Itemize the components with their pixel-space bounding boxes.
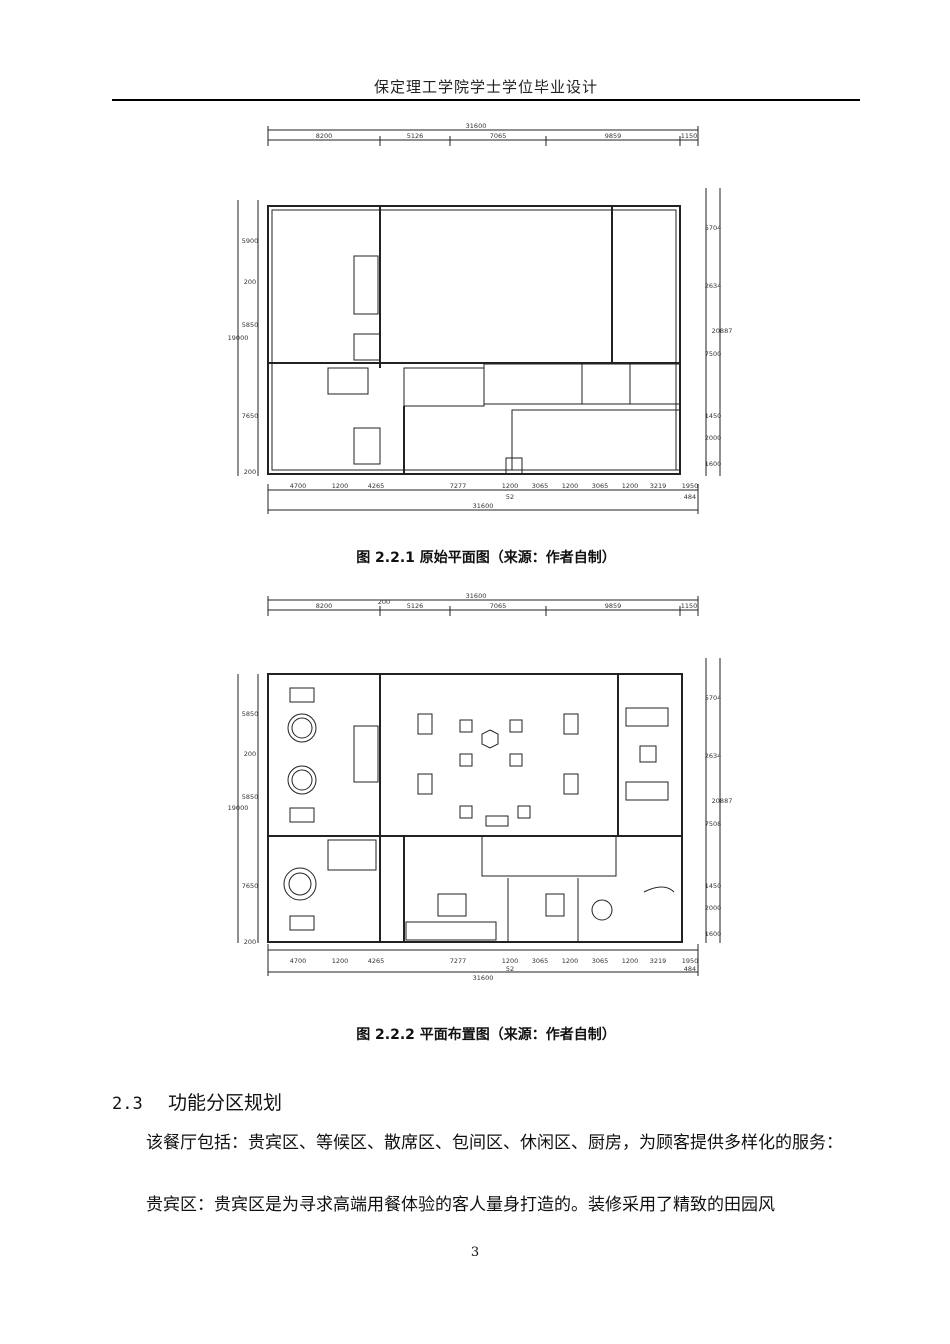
svg-text:4700: 4700 — [290, 957, 307, 965]
svg-text:3219: 3219 — [650, 957, 667, 965]
svg-text:20887: 20887 — [712, 327, 733, 335]
original-floor-plan: 31600 8200 5126 7065 9859 1150 4700 1200… — [228, 122, 732, 514]
page-number: 3 — [470, 1245, 480, 1260]
svg-text:200: 200 — [244, 278, 256, 286]
svg-text:1600: 1600 — [705, 930, 722, 938]
svg-text:4265: 4265 — [368, 482, 385, 490]
svg-text:7650: 7650 — [242, 412, 259, 420]
svg-text:7508: 7508 — [705, 820, 722, 828]
svg-text:9859: 9859 — [605, 132, 622, 140]
svg-text:1200: 1200 — [332, 482, 349, 490]
svg-text:4265: 4265 — [368, 957, 385, 965]
svg-text:31600: 31600 — [466, 592, 487, 600]
svg-text:5704: 5704 — [705, 224, 722, 232]
svg-text:200: 200 — [244, 750, 256, 758]
svg-text:2000: 2000 — [705, 904, 722, 912]
layout-floor-plan: 31600 200 8200 5126 7065 9859 1150 4700 … — [228, 592, 733, 982]
svg-text:1200: 1200 — [562, 482, 579, 490]
dim-top-total: 31600 — [466, 122, 487, 130]
svg-text:52: 52 — [506, 493, 514, 501]
svg-text:200: 200 — [244, 468, 256, 476]
svg-text:2634: 2634 — [705, 282, 722, 290]
svg-text:484: 484 — [684, 965, 696, 973]
section-number: 2.3 — [112, 1094, 143, 1114]
svg-text:200: 200 — [378, 598, 390, 606]
svg-text:3065: 3065 — [532, 957, 549, 965]
svg-text:8200: 8200 — [316, 132, 333, 140]
svg-text:1150: 1150 — [681, 132, 698, 140]
paragraph-vip: 贵宾区：贵宾区是为寻求高端用餐体验的客人量身打造的。装修采用了精致的田园风 — [146, 1195, 775, 1215]
svg-text:5900: 5900 — [242, 237, 259, 245]
svg-text:19000: 19000 — [228, 804, 249, 812]
svg-text:20887: 20887 — [712, 797, 733, 805]
svg-text:7065: 7065 — [490, 132, 507, 140]
svg-text:1950: 1950 — [682, 957, 699, 965]
svg-text:3065: 3065 — [592, 482, 609, 490]
svg-text:1200: 1200 — [332, 957, 349, 965]
svg-text:8200: 8200 — [316, 602, 333, 610]
furniture — [283, 687, 675, 931]
svg-text:4700: 4700 — [290, 482, 307, 490]
svg-text:5126: 5126 — [407, 132, 424, 140]
svg-text:1150: 1150 — [681, 602, 698, 610]
svg-text:484: 484 — [684, 493, 696, 501]
svg-text:2634: 2634 — [705, 752, 722, 760]
figure-caption-1: 图 2.2.1 原始平面图（来源：作者自制） — [356, 550, 616, 566]
header-rule — [112, 99, 860, 101]
plan1-dimension-labels: 31600 8200 5126 7065 9859 1150 4700 1200… — [228, 122, 733, 510]
svg-text:3219: 3219 — [650, 482, 667, 490]
svg-text:31600: 31600 — [473, 502, 494, 510]
svg-text:7277: 7277 — [450, 482, 467, 490]
svg-text:1200: 1200 — [562, 957, 579, 965]
svg-text:7277: 7277 — [450, 957, 467, 965]
svg-text:19000: 19000 — [228, 334, 249, 342]
svg-text:7065: 7065 — [490, 602, 507, 610]
svg-text:52: 52 — [506, 965, 514, 973]
svg-text:9859: 9859 — [605, 602, 622, 610]
svg-text:1200: 1200 — [622, 482, 639, 490]
svg-text:1950: 1950 — [682, 482, 699, 490]
svg-text:3065: 3065 — [532, 482, 549, 490]
paragraph-intro: 该餐厅包括：贵宾区、等候区、散席区、包间区、休闲区、厨房，为顾客提供多样化的服务… — [146, 1133, 843, 1153]
svg-text:200: 200 — [244, 938, 256, 946]
page-header: 保定理工学院学士学位毕业设计 — [373, 78, 598, 96]
section-title: 功能分区规划 — [168, 1092, 283, 1114]
section-heading: 2.3 功能分区规划 — [112, 1088, 282, 1115]
svg-text:1200: 1200 — [502, 957, 519, 965]
svg-text:3065: 3065 — [592, 957, 609, 965]
svg-text:5850: 5850 — [242, 793, 259, 801]
svg-text:5126: 5126 — [407, 602, 424, 610]
svg-text:1200: 1200 — [502, 482, 519, 490]
svg-text:5704: 5704 — [705, 694, 722, 702]
svg-text:5850: 5850 — [242, 321, 259, 329]
svg-text:1450: 1450 — [705, 412, 722, 420]
svg-text:1450: 1450 — [705, 882, 722, 890]
plan2-dimension-labels: 31600 200 8200 5126 7065 9859 1150 4700 … — [228, 592, 733, 982]
svg-text:1200: 1200 — [622, 957, 639, 965]
figure-caption-2: 图 2.2.2 平面布置图（来源：作者自制） — [356, 1027, 616, 1043]
svg-text:2000: 2000 — [705, 434, 722, 442]
svg-text:1600: 1600 — [705, 460, 722, 468]
svg-text:31600: 31600 — [473, 974, 494, 982]
svg-text:5850: 5850 — [242, 710, 259, 718]
svg-text:7650: 7650 — [242, 882, 259, 890]
svg-text:7500: 7500 — [705, 350, 722, 358]
